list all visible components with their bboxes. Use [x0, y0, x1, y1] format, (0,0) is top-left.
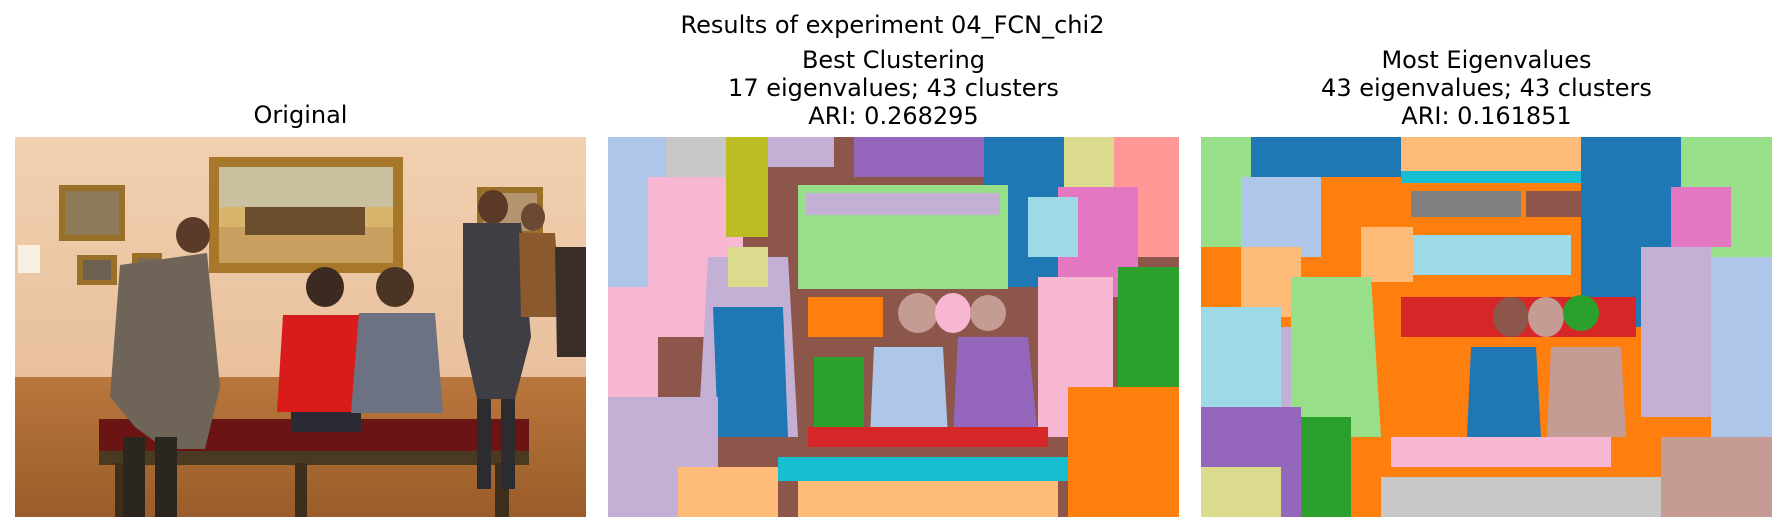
person-head-2	[306, 267, 344, 307]
panel-most-title-line-3: ARI: 0.161851	[1401, 102, 1572, 130]
person-head-1	[176, 217, 210, 253]
person-head-4	[478, 190, 508, 224]
panel-best-title-line-3: ARI: 0.268295	[808, 102, 979, 130]
panel-best-clustering: Best Clustering 17 eigenvalues; 43 clust…	[608, 0, 1179, 532]
segmentation-best	[608, 137, 1179, 517]
person-head-3	[376, 267, 414, 307]
panel-original: Original	[15, 0, 586, 532]
person-gray-jacket	[351, 313, 443, 413]
person-red-shirt	[277, 315, 375, 412]
person-leaning	[110, 253, 220, 449]
panel-original-title-line: Original	[253, 101, 348, 129]
person-standing	[463, 223, 531, 399]
panel-most-eigenvalues: Most Eigenvalues 43 eigenvalues; 43 clus…	[1201, 0, 1772, 532]
figure-suptitle: Results of experiment 04_FCN_chi2	[680, 11, 1105, 39]
segmentation-most	[1201, 137, 1772, 517]
panel-original-title: Original	[15, 101, 586, 129]
wall-label	[18, 245, 40, 273]
panel-best-title: Best Clustering 17 eigenvalues; 43 clust…	[608, 46, 1179, 130]
panel-most-title-line-2: 43 eigenvalues; 43 clusters	[1321, 74, 1652, 102]
original-photo	[15, 137, 586, 517]
panel-most-title: Most Eigenvalues 43 eigenvalues; 43 clus…	[1201, 46, 1772, 130]
panel-best-title-line-2: 17 eigenvalues; 43 clusters	[728, 74, 1059, 102]
panel-best-title-line-1: Best Clustering	[801, 46, 986, 74]
panel-most-title-line-1: Most Eigenvalues	[1381, 46, 1592, 74]
